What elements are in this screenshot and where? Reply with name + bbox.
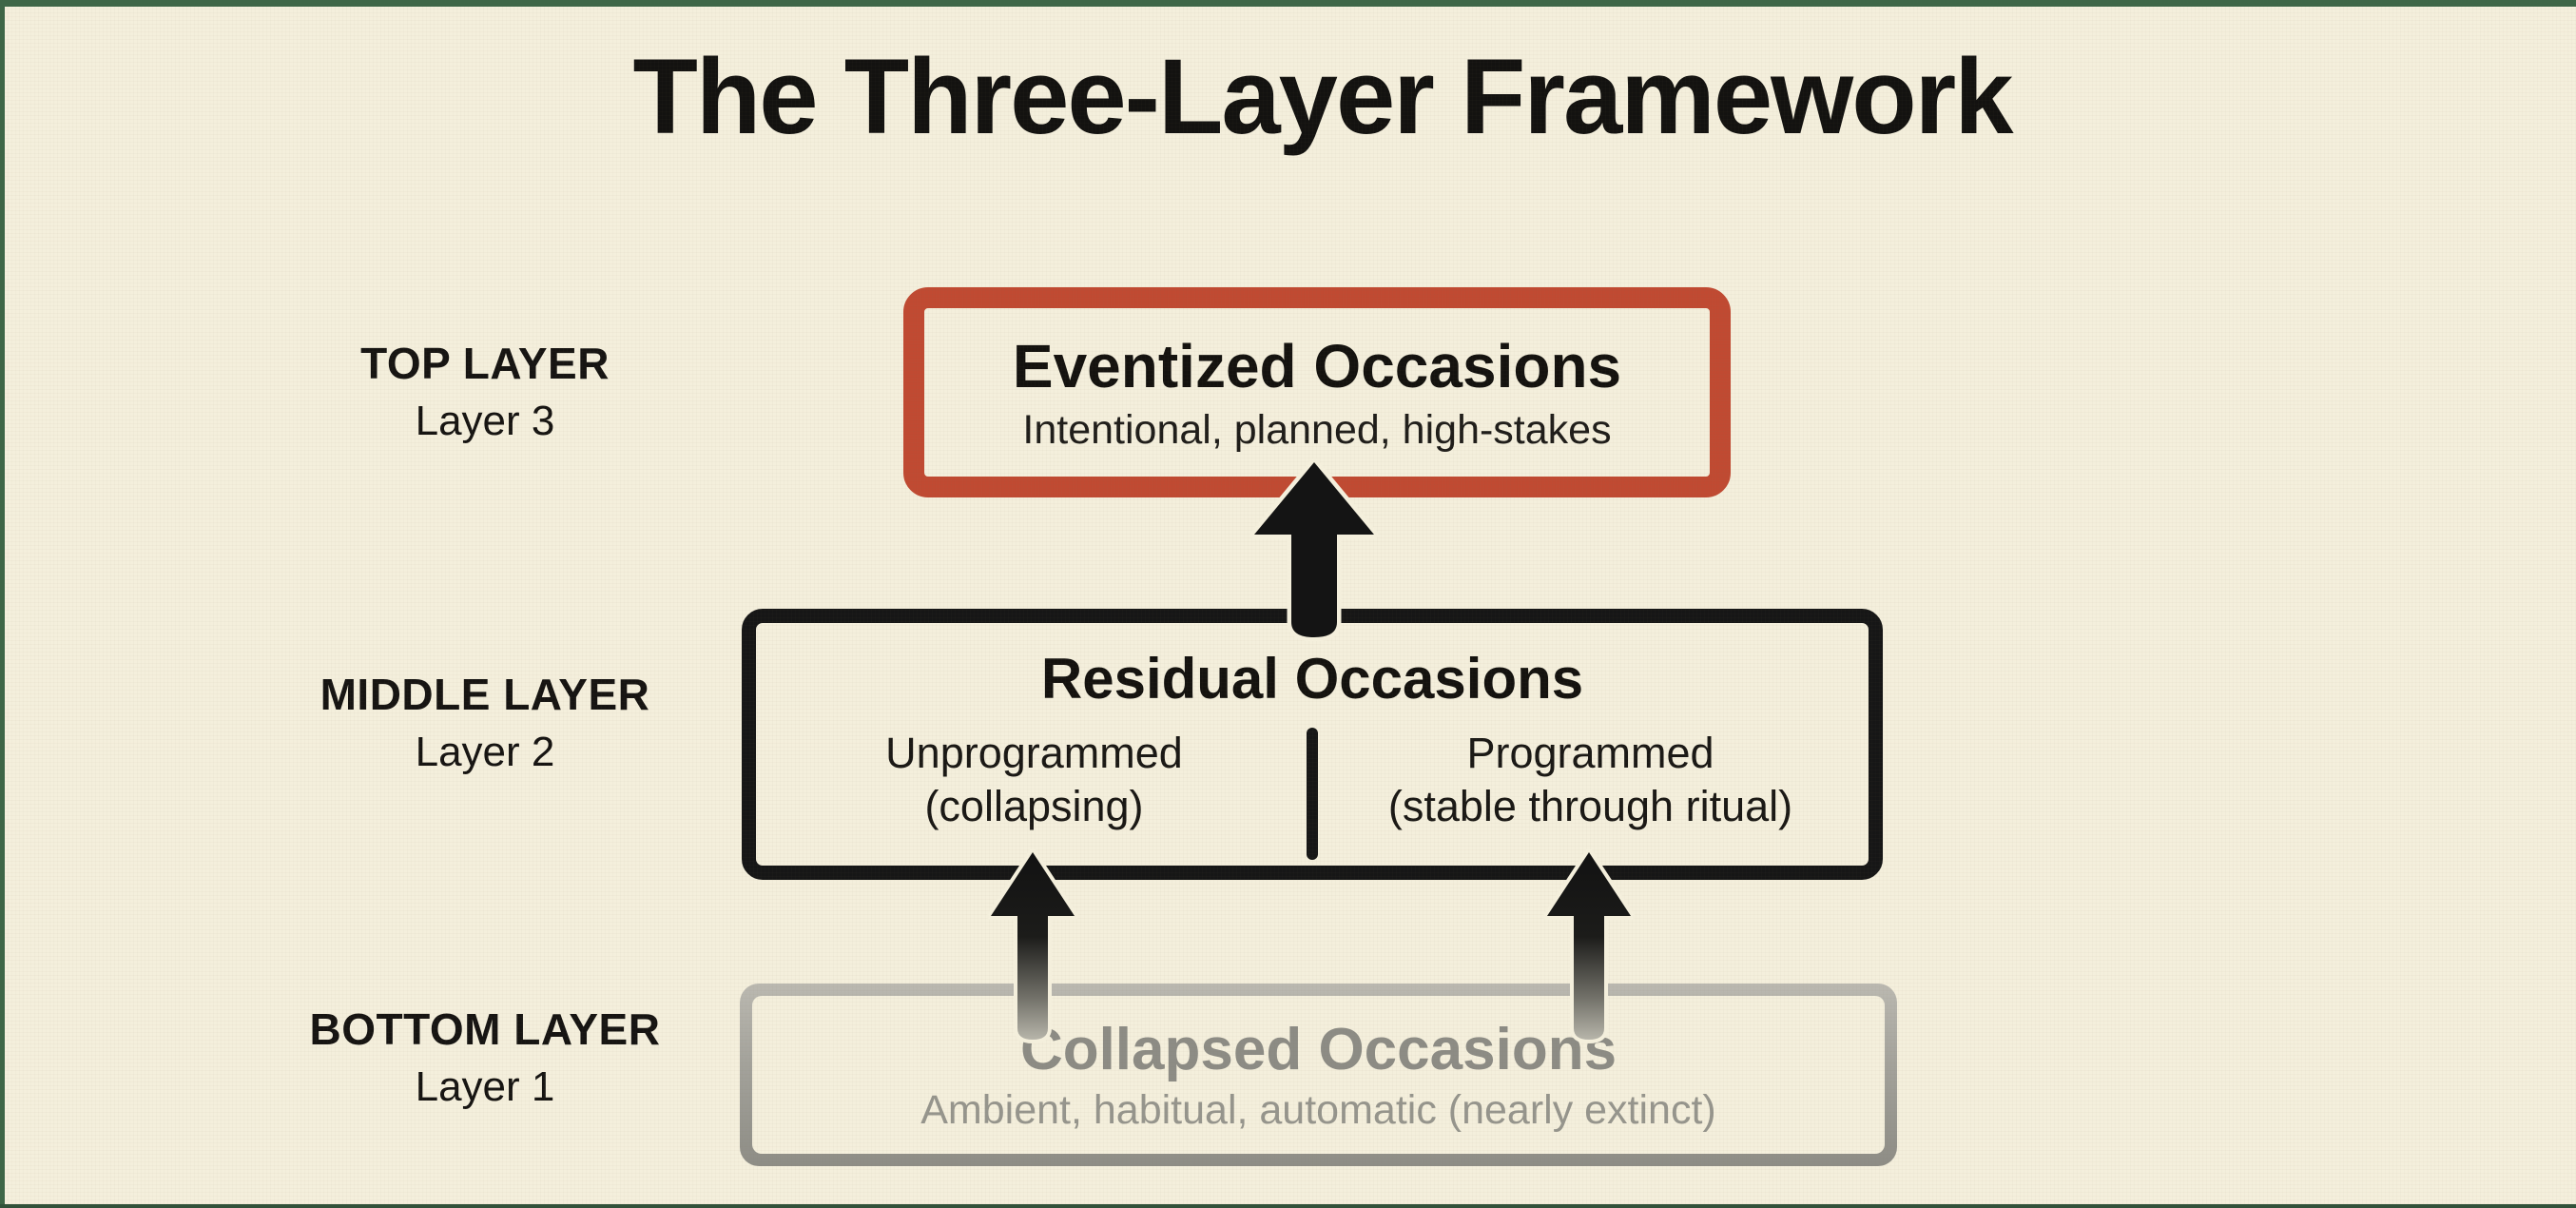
programmed-subtitle: (stable through ritual) <box>1387 782 1793 831</box>
bottom-edge-strip <box>0 1204 2576 1208</box>
residual-occasions-title: Residual Occasions <box>1040 647 1584 711</box>
side-label-top-name: TOP LAYER <box>360 339 610 388</box>
side-label-bottom-number: Layer 1 <box>415 1062 555 1110</box>
eventized-occasions-box: Eventized Occasions Intentional, planned… <box>903 287 1731 497</box>
page-title: The Three-Layer Framework <box>632 37 2013 156</box>
side-label-bottom-layer: BOTTOM LAYER Layer 1 <box>181 1001 789 1116</box>
residual-occasions-box: Residual Occasions Unprogrammed (collaps… <box>742 609 1883 880</box>
up-arrow-middle-to-top-icon <box>1250 458 1379 641</box>
unprogrammed-title: Unprogrammed <box>885 729 1183 777</box>
side-label-middle-name: MIDDLE LAYER <box>320 670 650 719</box>
collapsed-occasions-box: Collapsed Occasions Ambient, habitual, a… <box>740 984 1897 1166</box>
programmed-title: Programmed <box>1466 729 1714 777</box>
unprogrammed-subtitle: (collapsing) <box>924 782 1144 831</box>
up-arrow-bottom-left-icon <box>987 849 1078 1043</box>
side-label-middle-number: Layer 2 <box>415 728 555 775</box>
top-edge-strip <box>0 0 2576 7</box>
column-divider-line <box>1307 728 1318 860</box>
collapsed-occasions-subtitle: Ambient, habitual, automatic (nearly ext… <box>920 1087 1716 1133</box>
eventized-occasions-subtitle: Intentional, planned, high-stakes <box>1022 407 1612 453</box>
side-label-top-number: Layer 3 <box>415 397 555 444</box>
programmed-column: Programmed (stable through ritual) <box>1312 727 1869 834</box>
eventized-occasions-title: Eventized Occasions <box>1012 332 1622 400</box>
side-label-top-layer: TOP LAYER Layer 3 <box>181 335 789 450</box>
left-edge-strip <box>0 0 5 1208</box>
up-arrow-bottom-right-icon <box>1543 849 1635 1043</box>
side-label-bottom-name: BOTTOM LAYER <box>309 1004 661 1054</box>
collapsed-occasions-title: Collapsed Occasions <box>1019 1017 1617 1082</box>
side-label-middle-layer: MIDDLE LAYER Layer 2 <box>181 666 789 781</box>
unprogrammed-column: Unprogrammed (collapsing) <box>756 727 1312 834</box>
